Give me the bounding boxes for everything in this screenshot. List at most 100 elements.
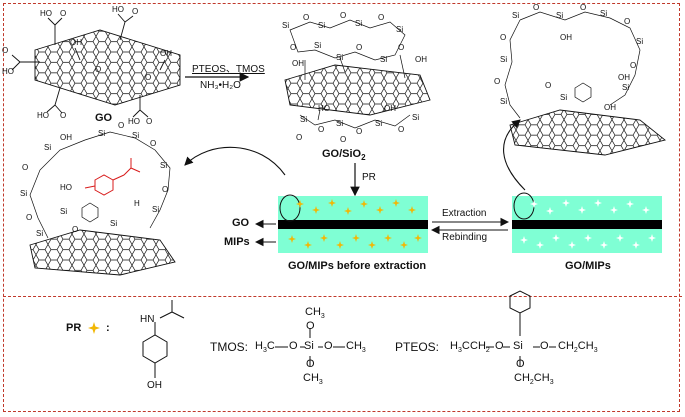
legend-pr-colon: : bbox=[106, 322, 110, 334]
svg-text:O: O bbox=[398, 43, 404, 52]
svg-text:O: O bbox=[630, 61, 636, 70]
pteos-right-ethyl: CH2CH3 bbox=[558, 340, 598, 355]
svg-text:HO: HO bbox=[112, 5, 124, 14]
legend-pr-label: PR bbox=[66, 322, 82, 334]
pr-arrow-label: PR bbox=[362, 172, 376, 183]
tmos-bottom-methyl: CH3 bbox=[303, 372, 323, 387]
tmos-right-o: O bbox=[324, 340, 333, 352]
go-mips-particle bbox=[504, 11, 666, 156]
pr-oh-atom: OH bbox=[147, 380, 162, 391]
svg-text:Si: Si bbox=[20, 189, 27, 198]
pteos-left-ch2: CH2 bbox=[470, 340, 490, 355]
svg-text:O: O bbox=[624, 17, 630, 26]
tmos-top-methyl: CH3 bbox=[305, 306, 325, 321]
reagents-top-label: PTEOS、TMOS bbox=[192, 64, 265, 75]
tmos-bottom-o: O bbox=[306, 358, 315, 370]
svg-text:O: O bbox=[60, 9, 66, 18]
svg-text:O: O bbox=[22, 163, 28, 172]
svg-text:OH: OH bbox=[70, 38, 82, 47]
svg-text:Si: Si bbox=[282, 21, 289, 30]
svg-text:Si: Si bbox=[380, 55, 387, 64]
svg-text:OH: OH bbox=[618, 73, 630, 82]
svg-text:O: O bbox=[356, 127, 362, 136]
svg-text:O: O bbox=[494, 77, 500, 86]
outer-dashed-frame bbox=[3, 3, 680, 412]
svg-text:O: O bbox=[146, 117, 152, 126]
svg-text:H: H bbox=[134, 199, 140, 208]
svg-text:Si: Si bbox=[36, 229, 43, 238]
legend-pteos-label: PTEOS: bbox=[395, 340, 440, 354]
pr-structure bbox=[142, 300, 185, 378]
svg-text:O: O bbox=[95, 65, 101, 74]
extraction-label: Extraction bbox=[442, 208, 487, 219]
svg-text:OH: OH bbox=[60, 133, 72, 142]
svg-text:O: O bbox=[132, 7, 138, 16]
tmos-structure bbox=[275, 328, 345, 366]
pteos-left-ethyl: H3C bbox=[450, 340, 470, 355]
svg-text:HO: HO bbox=[128, 117, 140, 126]
svg-text:O: O bbox=[500, 33, 506, 42]
svg-text:OH: OH bbox=[292, 59, 304, 68]
tmos-right-methyl: CH3 bbox=[346, 340, 366, 355]
pteos-si: Si bbox=[513, 340, 523, 352]
svg-text:O: O bbox=[290, 43, 296, 52]
zoom-arrow-left bbox=[184, 146, 286, 176]
svg-text:Si: Si bbox=[336, 53, 343, 62]
svg-text:O: O bbox=[533, 3, 539, 12]
svg-text:Si: Si bbox=[556, 11, 563, 20]
svg-text:Si: Si bbox=[412, 113, 419, 122]
svg-text:Si: Si bbox=[132, 131, 139, 140]
svg-text:Si: Si bbox=[160, 161, 167, 170]
svg-text:HO: HO bbox=[37, 111, 49, 120]
svg-text:O: O bbox=[398, 125, 404, 134]
svg-text:Si: Si bbox=[600, 9, 607, 18]
go-label: GO bbox=[95, 112, 113, 124]
svg-text:O: O bbox=[72, 225, 78, 234]
pr-star-icon bbox=[88, 322, 100, 334]
svg-text:Si: Si bbox=[152, 205, 159, 214]
mips-output-label: MIPs bbox=[224, 236, 250, 248]
go-output-label: GO bbox=[232, 217, 250, 229]
svg-text:Si: Si bbox=[636, 37, 643, 46]
pteos-structure bbox=[486, 290, 556, 366]
svg-text:Si: Si bbox=[500, 55, 507, 64]
svg-text:O: O bbox=[340, 11, 346, 20]
go-sio2-label: GO/SiO2 bbox=[322, 148, 366, 163]
tmos-left-o: O bbox=[289, 340, 298, 352]
svg-text:Si: Si bbox=[110, 219, 117, 228]
svg-text:O: O bbox=[145, 73, 151, 82]
before-extraction-label: GO/MIPs before extraction bbox=[288, 260, 427, 272]
svg-text:OH: OH bbox=[160, 49, 172, 58]
band-go-mips bbox=[512, 192, 662, 253]
svg-text:O: O bbox=[303, 13, 309, 22]
pteos-bottom-ethyl: CH2CH3 bbox=[514, 372, 554, 387]
svg-text:OH: OH bbox=[415, 55, 427, 64]
svg-text:Si: Si bbox=[512, 11, 519, 20]
svg-text:HO: HO bbox=[60, 183, 72, 192]
svg-text:Si: Si bbox=[622, 83, 629, 92]
svg-text:Si: Si bbox=[336, 119, 343, 128]
svg-text:Si: Si bbox=[500, 97, 507, 106]
svg-text:O: O bbox=[356, 43, 362, 52]
reagents-bottom-label: NH₃•H₂O bbox=[200, 80, 241, 91]
svg-text:O: O bbox=[60, 111, 66, 120]
svg-text:Si: Si bbox=[98, 129, 105, 138]
svg-text:Si: Si bbox=[355, 19, 362, 28]
svg-text:Si: Si bbox=[60, 207, 67, 216]
legend-tmos-label: TMOS: bbox=[210, 340, 248, 354]
svg-text:O: O bbox=[162, 185, 168, 194]
svg-text:OH: OH bbox=[604, 103, 616, 112]
svg-text:O: O bbox=[150, 139, 156, 148]
pteos-bottom-o: O bbox=[516, 358, 525, 370]
svg-text:Si: Si bbox=[44, 143, 51, 152]
tmos-top-o: O bbox=[306, 320, 315, 332]
svg-text:O: O bbox=[26, 213, 32, 222]
svg-text:O: O bbox=[378, 13, 384, 22]
svg-text:Si: Si bbox=[318, 21, 325, 30]
svg-text:O: O bbox=[545, 81, 551, 90]
band-before-extraction bbox=[278, 194, 428, 253]
go-sheet bbox=[11, 13, 181, 118]
svg-text:HO: HO bbox=[40, 9, 52, 18]
